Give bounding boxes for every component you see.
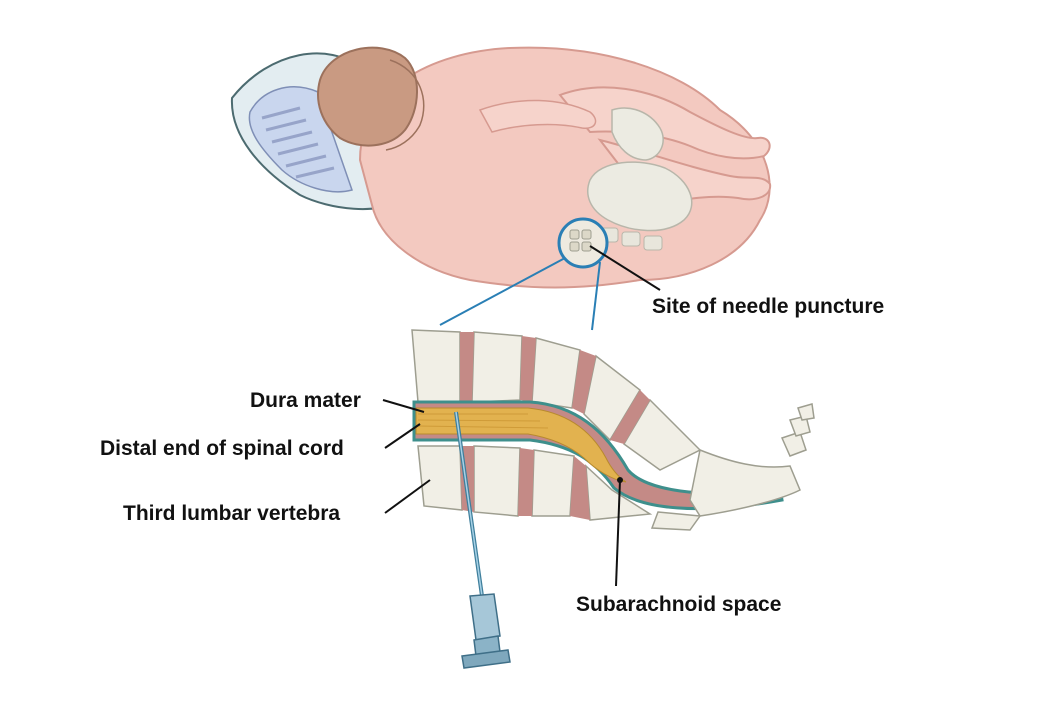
puncture-site-circle — [557, 217, 609, 269]
leader-line-site — [589, 245, 661, 291]
spine-section — [411, 329, 815, 531]
infant-body — [358, 46, 772, 289]
lumbar-puncture-needle — [454, 411, 511, 669]
infant-head — [317, 46, 425, 151]
leader-line-subarachnoid — [615, 479, 621, 587]
leader-line-distal — [384, 423, 421, 449]
subarachnoid-marker — [617, 477, 623, 483]
label-dura-mater: Dura mater — [250, 389, 361, 412]
zoom-line-left — [439, 257, 566, 326]
label-third-lumbar-vertebra: Third lumbar vertebra — [123, 502, 341, 525]
label-site-of-needle-puncture: Site of needle puncture — [652, 295, 885, 318]
leader-line-dura — [382, 399, 425, 413]
label-subarachnoid-space: Subarachnoid space — [576, 593, 782, 616]
zoom-line-right — [591, 261, 601, 331]
label-distal-end-of-spinal-cord: Distal end of spinal cord — [100, 437, 344, 460]
leader-line-third — [384, 479, 431, 514]
